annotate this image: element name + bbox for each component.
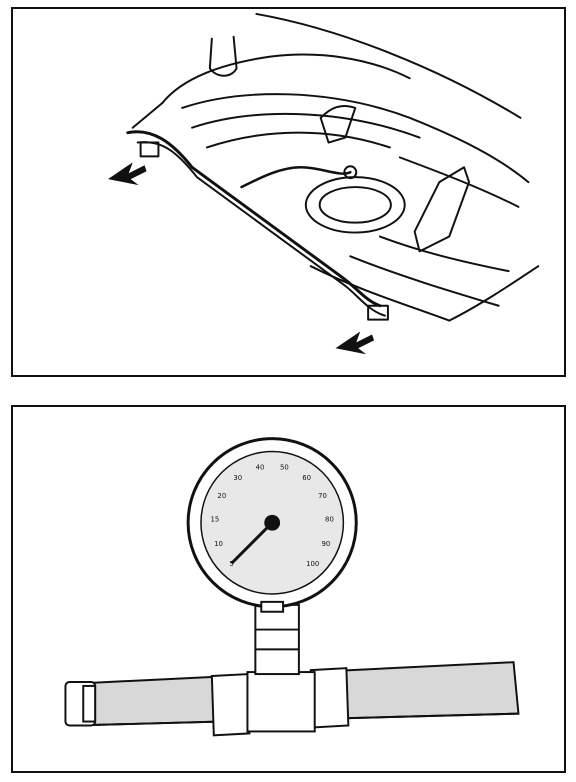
mounting-bolt-arrow-icon [335, 331, 375, 355]
gauge-scale-label: 70 [318, 492, 327, 500]
gauge-scale: 5 10 15 20 30 40 50 60 70 80 90 100 [211, 464, 334, 569]
gauge-scale-label: 60 [302, 474, 311, 482]
gauge-scale-label: 100 [306, 560, 319, 568]
gauge-scale-label: 10 [214, 540, 223, 548]
body-outline [255, 12, 522, 119]
gauge-scale-label: 80 [325, 516, 334, 524]
tank-strap [126, 130, 382, 308]
gauge-scale-label: 40 [256, 464, 265, 472]
gauge-scale-label: 20 [217, 492, 226, 500]
gauge-needle [230, 521, 274, 565]
gauge-scale-label: 50 [280, 464, 289, 472]
gauge-scale-label: 90 [321, 540, 330, 548]
fuel-tank-mount-illustration [11, 7, 566, 377]
pressure-gauge-drawing: 5 10 15 20 30 40 50 60 70 80 90 100 [64, 437, 520, 737]
gauge-scale-label: 30 [233, 474, 242, 482]
hose-clamp [309, 667, 350, 729]
fuel-pressure-gauge-illustration: 5 10 15 20 30 40 50 60 70 80 90 100 [11, 405, 566, 773]
fuel-pump-cover [304, 176, 406, 234]
tee-fitting [246, 603, 316, 733]
pressure-gauge: 5 10 15 20 30 40 50 60 70 80 90 100 [186, 437, 358, 613]
gauge-scale-label: 15 [211, 516, 220, 524]
bracket-right [367, 304, 389, 321]
bracket-left [139, 141, 160, 158]
fuel-tank-underside-drawing [107, 12, 540, 355]
hose-end-fitting [64, 680, 97, 727]
mounting-bolt-arrow-icon [107, 162, 147, 186]
gauge-scale-label: 5 [229, 560, 233, 568]
hose-clamp [210, 673, 251, 737]
